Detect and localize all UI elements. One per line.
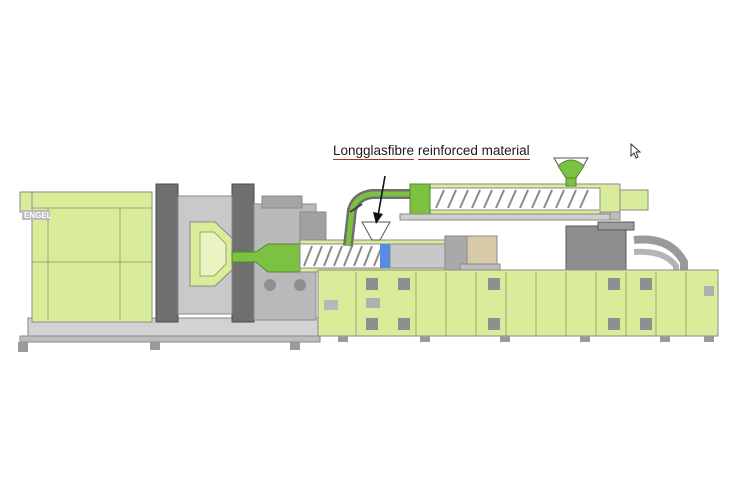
drive-unit	[565, 221, 688, 273]
melt-transfer-pipe	[343, 189, 420, 247]
top-material-hopper	[553, 157, 589, 187]
brand-logo: ENGEL	[24, 211, 52, 220]
annotation-line-2: reinforced material	[417, 143, 530, 160]
upper-extruder	[399, 183, 649, 221]
clamping-unit-guard	[19, 191, 153, 323]
mouse-cursor-icon	[630, 143, 642, 159]
mold	[177, 195, 233, 315]
machine-base-frame	[18, 317, 321, 352]
annotation-label: Longglasfibre reinforced material	[333, 142, 530, 160]
main-screw-flights	[303, 245, 383, 267]
machine-feet	[338, 336, 714, 342]
annotation-arrow	[373, 175, 386, 224]
control-cabinet-base	[317, 269, 719, 337]
upper-screw-flights	[435, 189, 589, 209]
moving-platen	[155, 183, 179, 323]
annotation-line-1: Longglasfibre	[333, 143, 415, 160]
main-feed-throat	[361, 221, 391, 241]
